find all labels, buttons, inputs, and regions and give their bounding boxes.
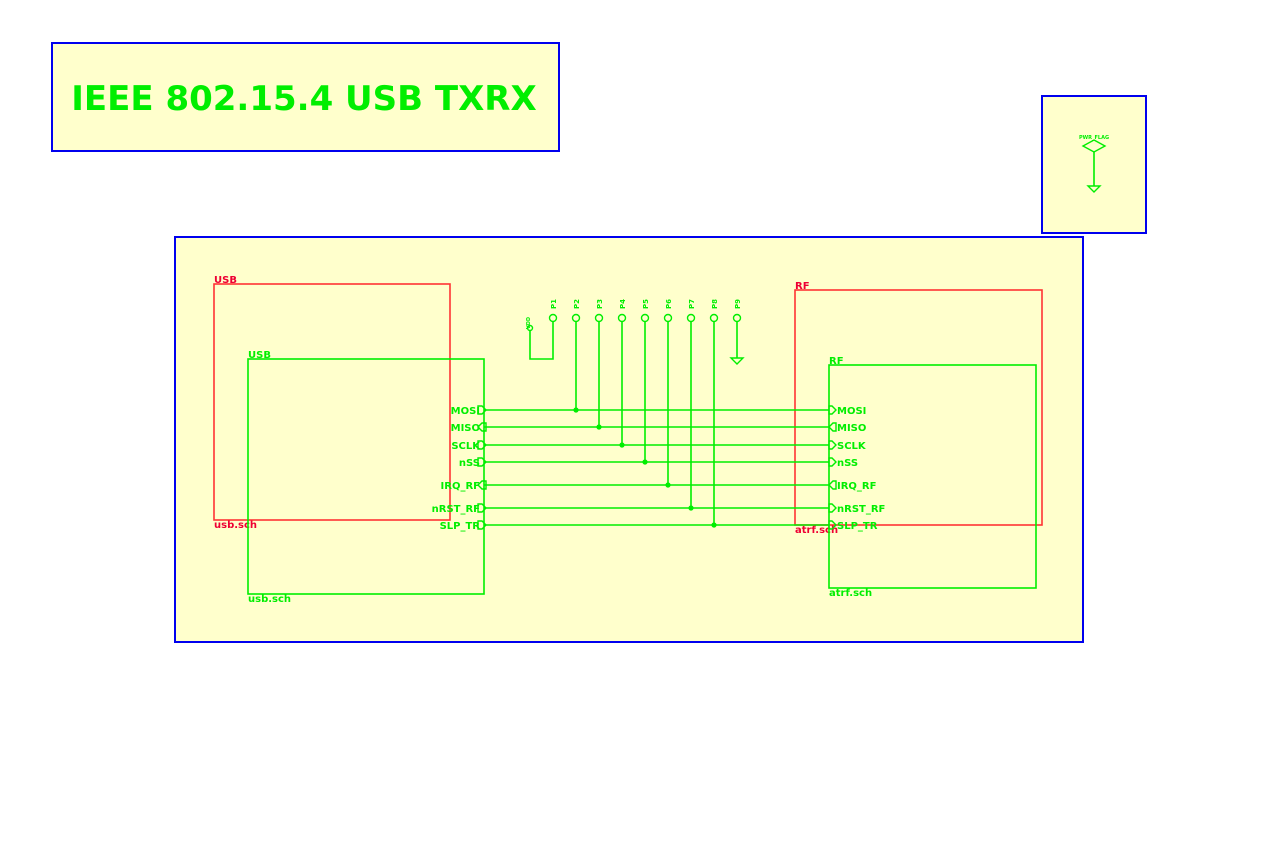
test-point-p1[interactable]: P1 [548, 299, 559, 323]
main-frame [174, 236, 1084, 643]
net-sclk[interactable]: SCLK SCLK [451, 321, 867, 453]
rf-port-in-icon [828, 520, 837, 530]
test-point-pad-icon [617, 313, 627, 323]
junction-dot-icon [642, 459, 648, 465]
ground-icon [1086, 185, 1102, 193]
junction-dot-icon [665, 482, 671, 488]
rf-sheet-box[interactable] [828, 364, 1037, 589]
net-miso[interactable]: MISO MISO [451, 321, 867, 435]
test-point-pad-icon [640, 313, 650, 323]
title-frame [51, 42, 560, 152]
test-point-pad-icon [548, 313, 558, 323]
rf-pin-label: IRQ_RF [837, 481, 876, 492]
test-point-p7[interactable]: P7 [686, 299, 697, 323]
junction-dot-icon [688, 505, 694, 511]
usb-port-out-icon [477, 520, 487, 530]
test-point-label: P3 [596, 299, 604, 309]
net-nrst_rf[interactable]: nRST_RF nRST_RF [432, 321, 886, 516]
net-irq_rf[interactable]: IRQ_RF IRQ_RF [441, 321, 877, 493]
net-nss[interactable]: nSS nSS [459, 321, 858, 470]
test-point-p5[interactable]: P5 [640, 299, 651, 323]
test-point-label: P2 [573, 299, 581, 309]
usb-port-in-icon [477, 480, 487, 490]
usb-sheet[interactable]: USB usb.sch USB usb.sch [213, 275, 485, 605]
usb-pin-label: MISO [451, 423, 480, 434]
rf-sheet-file-red: atrf.sch [795, 525, 838, 536]
usb-sheet-name: USB [248, 350, 271, 361]
usb-port-out-icon [477, 440, 487, 450]
test-point-p8[interactable]: P8 [709, 299, 720, 323]
junction-dot-icon [596, 424, 602, 430]
rf-port-in-icon [828, 440, 837, 450]
vdd-net: VDD [526, 317, 554, 360]
usb-sheet-outline[interactable] [213, 283, 451, 521]
usb-sheet-box[interactable] [247, 358, 485, 595]
test-point-label: P8 [711, 299, 719, 309]
test-point-pad-icon [663, 313, 673, 323]
rf-pin-label: MISO [837, 423, 866, 434]
usb-pin-label: MOSI [451, 406, 480, 417]
rf-port-out-icon [828, 422, 837, 432]
usb-pin-label: nRST_RF [432, 504, 480, 515]
test-point-p3[interactable]: P3 [594, 299, 605, 323]
test-point-pad-icon [594, 313, 604, 323]
usb-sheet-file: usb.sch [248, 594, 291, 605]
test-point-pad-icon [709, 313, 719, 323]
junction-dot-icon [619, 442, 625, 448]
test-point-label: P7 [688, 299, 696, 309]
test-point-p4[interactable]: P4 [617, 299, 628, 323]
test-point-label: P5 [642, 299, 650, 309]
rf-pin-label: SLP_TR [837, 521, 878, 532]
test-point-p6[interactable]: P6 [663, 299, 674, 323]
usb-pin-label: IRQ_RF [441, 481, 480, 492]
rf-port-out-icon [828, 480, 837, 490]
usb-sheet-file-red: usb.sch [214, 520, 257, 531]
rf-pin-label: nRST_RF [837, 504, 885, 515]
junction-dot-icon [711, 522, 717, 528]
rf-sheet-file: atrf.sch [829, 588, 872, 599]
power-flag-block: PWR_FLAG [1041, 95, 1147, 234]
test-point-label: P6 [665, 299, 673, 309]
rf-sheet[interactable]: RF atrf.sch RF atrf.sch [794, 281, 1043, 599]
usb-sheet-name-red: USB [214, 275, 237, 286]
rf-sheet-name: RF [829, 356, 844, 367]
rf-pin-label: nSS [837, 458, 858, 469]
test-point-pad-icon [686, 313, 696, 323]
rf-sheet-outline[interactable] [794, 289, 1043, 526]
rf-port-in-icon [828, 503, 837, 513]
test-point-label: P9 [734, 299, 742, 309]
power-flag-label: PWR_FLAG [1079, 135, 1109, 141]
usb-port-out-icon [477, 457, 487, 467]
test-point-label: P4 [619, 299, 627, 309]
net-slp_tr[interactable]: SLP_TR SLP_TR [440, 321, 878, 533]
test-point-label: P1 [550, 299, 558, 309]
ground-icon [729, 357, 745, 365]
usb-pin-label: SLP_TR [440, 521, 481, 532]
net-mosi[interactable]: MOSI MOSI [451, 321, 867, 418]
test-points: P1 P2 P3 P4 P5 P6 P7 P8 P9 [548, 299, 745, 365]
vdd-wire [529, 322, 554, 360]
usb-port-in-icon [477, 422, 487, 432]
test-point-p2[interactable]: P2 [571, 299, 582, 323]
junction-dot-icon [573, 407, 579, 413]
title-block: IEEE 802.15.4 USB TXRX [51, 42, 560, 152]
vdd-label: VDD [526, 317, 532, 329]
vdd-pin-icon [526, 324, 534, 332]
usb-port-out-icon [477, 405, 487, 415]
rf-pin-label: MOSI [837, 406, 866, 417]
test-point-pad-icon [571, 313, 581, 323]
rf-pin-label: SCLK [837, 441, 867, 452]
usb-pin-label: nSS [459, 458, 480, 469]
rf-port-in-icon [828, 457, 837, 467]
rf-sheet-name-red: RF [795, 281, 810, 292]
usb-pin-label: SCLK [451, 441, 481, 452]
usb-port-out-icon [477, 503, 487, 513]
rf-port-in-icon [828, 405, 837, 415]
title-text: IEEE 802.15.4 USB TXRX [71, 79, 536, 119]
